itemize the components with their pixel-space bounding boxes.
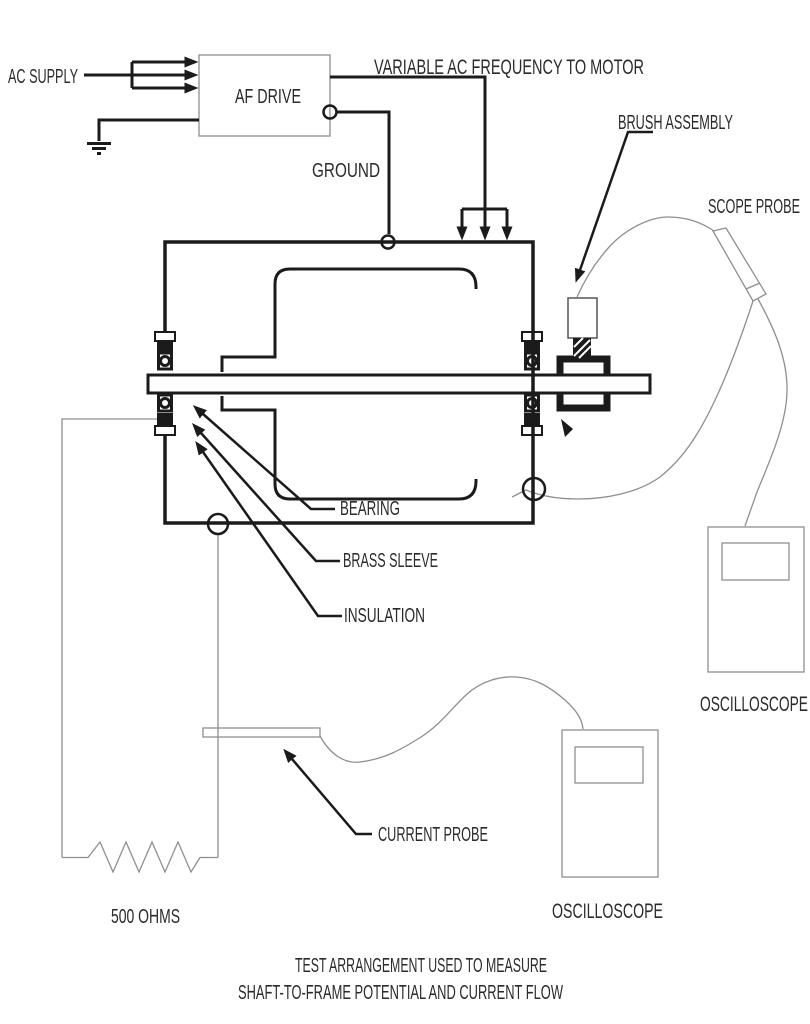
current-probe-cable (319, 676, 584, 763)
drive-ground-terminal-node (322, 104, 338, 120)
oscilloscope-current-screen (574, 746, 644, 784)
af-drive-output-wire (330, 75, 491, 241)
resistor-value-label: 500 OHMS (111, 906, 180, 928)
scope-probe-label: SCOPE PROBE (708, 196, 800, 218)
ground-wire-drive-to-frame (336, 110, 391, 234)
caption-line-2: SHAFT-TO-FRAME POTENTIAL AND CURRENT FLO… (238, 982, 563, 1004)
variable-ac-frequency-label: VARIABLE AC FREQUENCY TO MOTOR (374, 56, 644, 79)
ground-wire-drive-to-earth (97, 118, 199, 141)
scope-probe-connector (712, 227, 767, 302)
leader-lines (191, 130, 653, 836)
scope-probe-group (511, 216, 788, 527)
current-probe-bar (202, 727, 321, 738)
collar-pointer-arrowhead (561, 419, 573, 437)
scope-probe-ground-lead (511, 300, 754, 500)
brush-assembly-parts (561, 297, 598, 437)
brush-assembly-leader (574, 130, 653, 283)
brush-holder (567, 297, 598, 339)
brush-assembly-label: BRUSH ASSEMBLY (618, 112, 733, 134)
bearing-label: BEARING (340, 498, 400, 520)
frame-ground-node (380, 234, 396, 250)
insulation-leader (195, 440, 342, 618)
frame-probe-clip-node (521, 476, 547, 502)
oscilloscope-shaft-screen (721, 542, 790, 581)
brass-sleeve-label: BRASS SLEEVE (343, 550, 438, 572)
oscilloscope-shaft-device (707, 526, 805, 673)
wire-bearing-to-resistor (61, 418, 157, 858)
bearing-leader (192, 405, 335, 511)
rotor-outline-lower (220, 396, 478, 501)
rotor-outline-upper (220, 267, 478, 372)
oscilloscope-current-label: OSCILLOSCOPE (552, 900, 663, 923)
bearing-assembly-left-bottom (153, 393, 177, 437)
motor (146, 240, 652, 525)
oscilloscope-shaft-label: OSCILLOSCOPE (700, 693, 808, 716)
insulation-label: INSULATION (344, 605, 425, 627)
brass-sleeve-leader (191, 422, 340, 563)
motor-frame (163, 240, 535, 525)
current-probe-group (202, 676, 584, 763)
scope-probe-cable-from-brush (576, 216, 715, 298)
bearing-assembly-left-top (153, 330, 177, 371)
current-probe-leader (283, 748, 372, 836)
shaft-ground-circuit (61, 418, 219, 874)
brush-hatching (573, 337, 592, 359)
af-drive-box (198, 54, 331, 137)
scope-probe-output-lead (744, 298, 788, 527)
frame-current-node (206, 512, 230, 536)
earth-ground-symbol (87, 118, 199, 155)
diagram-labels: AC SUPPLY AF DRIVE VARIABLE AC FREQUENCY… (8, 56, 808, 1004)
caption-line-1: TEST ARRANGEMENT USED TO MEASURE (295, 955, 547, 977)
af-drive-unit (198, 54, 513, 241)
ground-label: GROUND (312, 160, 380, 182)
af-drive-label: AF DRIVE (235, 86, 301, 108)
ac-supply-label: AC SUPPLY (8, 66, 78, 88)
ac-supply-feed (84, 56, 199, 94)
resistor-zigzag (62, 840, 218, 874)
oscilloscope-current-device (561, 729, 659, 878)
current-probe-label: CURRENT PROBE (378, 824, 488, 846)
scope-probe-connector-joint (745, 282, 761, 290)
motor-shaft (146, 373, 652, 395)
